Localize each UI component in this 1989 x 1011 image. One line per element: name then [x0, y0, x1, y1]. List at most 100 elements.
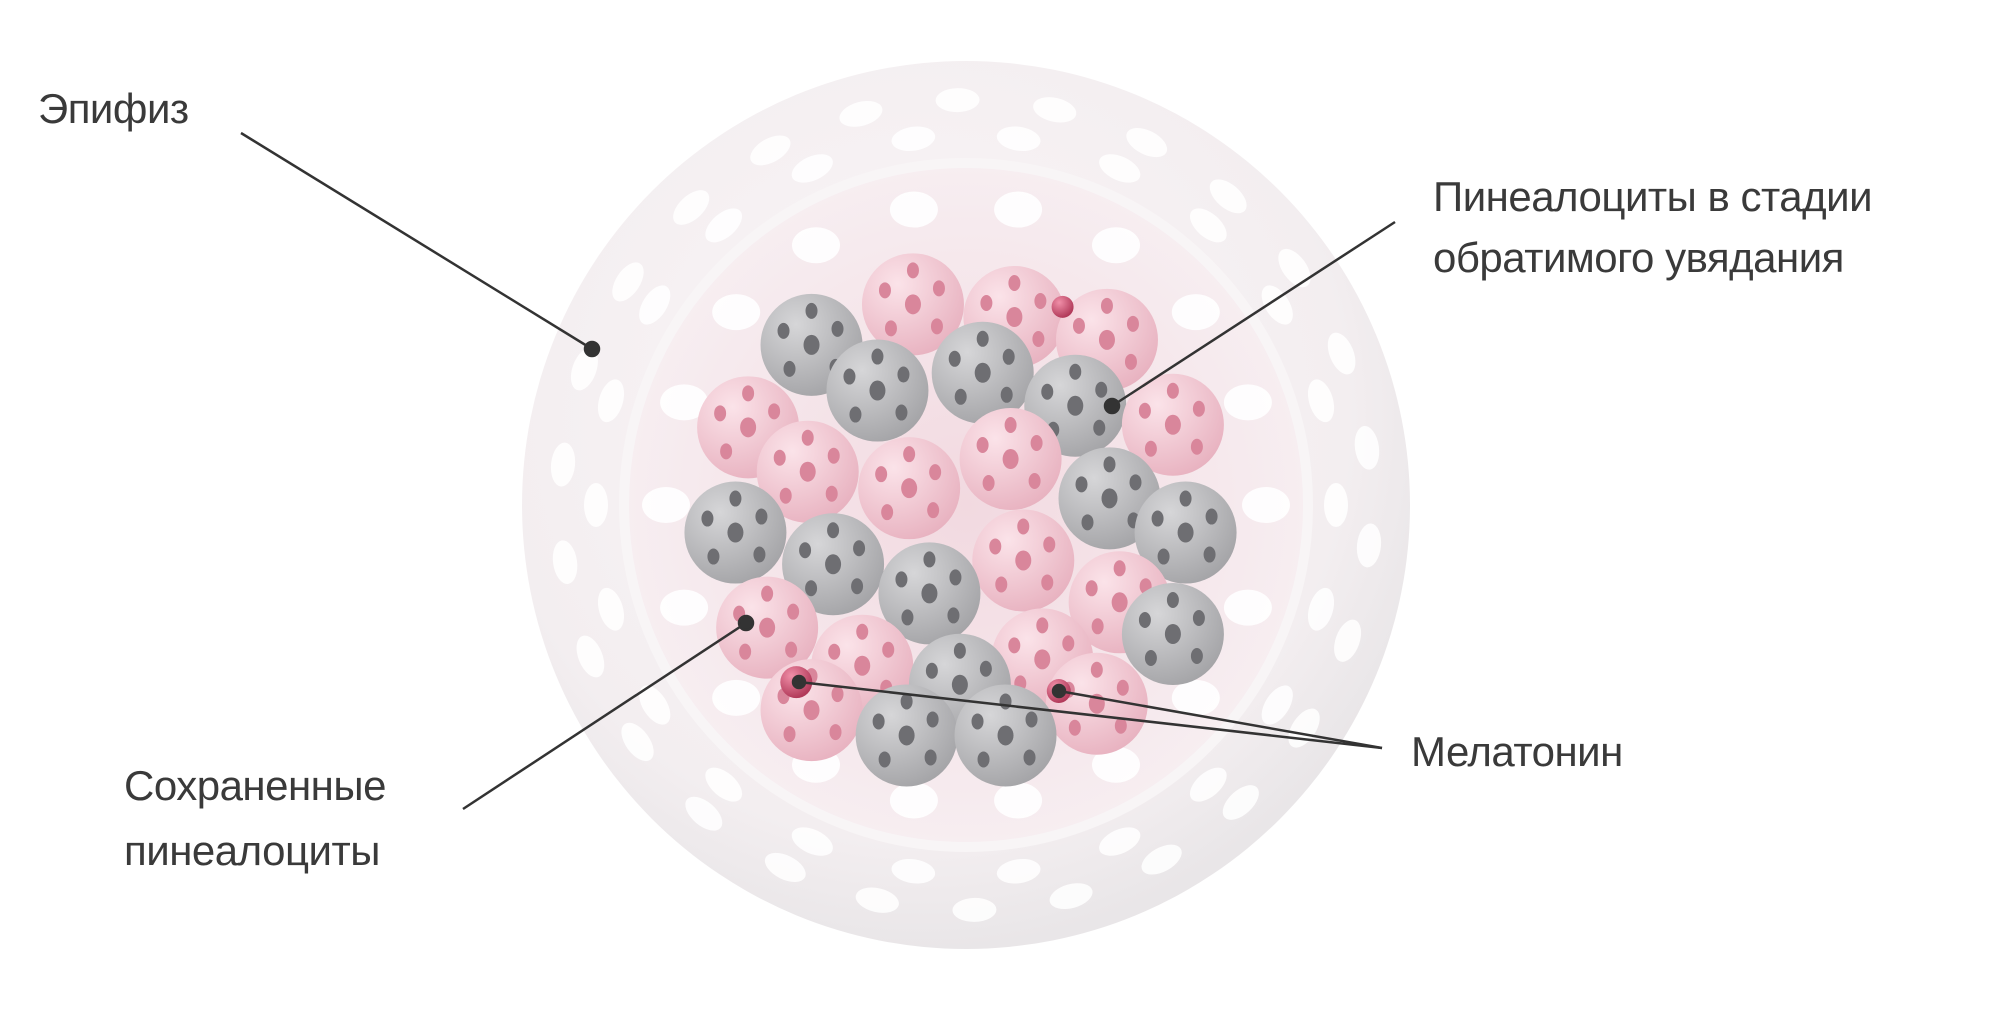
- shell-hole: [705, 767, 743, 802]
- cell-pore: [976, 437, 989, 454]
- leader-line-reversible: [1111, 220, 1396, 408]
- cell-pore: [829, 724, 842, 741]
- cell-pore: [1093, 419, 1106, 436]
- cell-pore: [785, 641, 798, 658]
- cell-pore: [1002, 348, 1015, 365]
- shell-hole: [552, 540, 578, 585]
- cell-pore: [773, 449, 786, 466]
- shell-hole: [639, 685, 671, 725]
- cell-pore: [827, 522, 840, 539]
- cell-pore: [1157, 548, 1170, 565]
- cell-pore: [856, 623, 869, 640]
- cell-pore: [1192, 610, 1205, 626]
- cell-pore: [1075, 476, 1088, 493]
- cell-pore: [1095, 381, 1108, 398]
- cell-pore: [714, 405, 727, 422]
- cell-pore: [729, 490, 742, 507]
- cell-pore: [1034, 293, 1047, 309]
- gray-pinealocyte: [1134, 481, 1237, 584]
- shell-hole: [1356, 523, 1382, 568]
- gray-pinealocyte: [954, 684, 1057, 787]
- shell-hole: [855, 887, 899, 913]
- label-reversible-line1: Пинеалоциты в стадии: [1433, 173, 1873, 220]
- inner-hole: [1171, 294, 1220, 331]
- cell-pore: [948, 350, 961, 367]
- cell-pore: [1166, 592, 1179, 608]
- cell-pore: [974, 362, 991, 383]
- shell-hole: [597, 379, 625, 423]
- shell-hole: [791, 827, 833, 856]
- pink-pinealocyte: [972, 509, 1075, 612]
- cell-pore: [720, 443, 733, 460]
- shell-hole: [1222, 785, 1259, 820]
- cell-pore: [982, 475, 995, 492]
- cell-pore: [1205, 508, 1218, 525]
- cell-pore: [825, 554, 842, 575]
- cell-pore: [1004, 417, 1017, 434]
- cell-pore: [949, 569, 962, 586]
- cell-pore: [895, 571, 908, 588]
- cell-pore: [1124, 353, 1137, 370]
- inner-hole: [660, 384, 709, 421]
- pink-pinealocyte: [1121, 373, 1224, 476]
- cell-pore: [923, 551, 936, 568]
- cell-pore: [742, 385, 755, 402]
- cell-pore: [755, 508, 768, 525]
- cell-pore: [1192, 400, 1205, 417]
- gray-pinealocyte: [684, 481, 787, 584]
- cell-pore: [930, 318, 943, 335]
- shell-hole: [1327, 332, 1356, 375]
- cell-pore: [884, 320, 897, 337]
- cell-pore: [799, 542, 812, 559]
- cell-pore: [980, 295, 993, 311]
- cell-pore: [1103, 456, 1116, 473]
- shell-hole: [584, 483, 608, 527]
- cell-pore: [779, 487, 792, 504]
- cell-pore: [932, 280, 945, 297]
- cell-pore: [882, 641, 895, 658]
- cell-pore: [1000, 386, 1013, 403]
- cell-pore: [1098, 329, 1115, 350]
- cell-pore: [854, 655, 871, 676]
- inner-hole: [994, 782, 1043, 819]
- cell-pore: [1190, 438, 1203, 455]
- cell-pore: [924, 749, 937, 766]
- shell-hole: [576, 635, 605, 678]
- cell-pore: [875, 466, 888, 483]
- cell-pore: [805, 302, 818, 319]
- cell-pore: [1062, 635, 1075, 652]
- cell-pore: [740, 417, 757, 438]
- cell-pore: [895, 404, 908, 421]
- cell-pore: [1002, 449, 1019, 470]
- shell-hole: [673, 190, 710, 225]
- cell-pore: [739, 643, 752, 660]
- cell-pore: [831, 686, 844, 703]
- cell-pore: [1111, 592, 1128, 613]
- shell-hole: [570, 348, 598, 391]
- cell-pore: [761, 585, 774, 602]
- pink-pinealocyte: [756, 420, 859, 523]
- shell-hole: [891, 858, 936, 884]
- shell-hole: [639, 285, 671, 325]
- cell-pore: [805, 580, 818, 597]
- cell-pore: [1177, 522, 1194, 543]
- shell-hole: [597, 587, 625, 631]
- shell-hole: [621, 722, 654, 762]
- cell-pore: [1036, 617, 1049, 634]
- cell-pore: [1113, 560, 1126, 577]
- shell-hole: [1189, 767, 1227, 802]
- pink-pinealocyte: [1045, 652, 1148, 755]
- shell-hole: [996, 858, 1041, 884]
- cell-pore: [1023, 749, 1036, 766]
- leader-line-melatonin-2: [1058, 689, 1383, 750]
- cell-pore: [777, 322, 790, 339]
- cell-pore: [903, 446, 916, 463]
- cell-pore: [803, 334, 820, 355]
- cell-pore: [947, 607, 960, 624]
- cell-pore: [1025, 711, 1038, 728]
- cell-pore: [898, 725, 915, 746]
- shell-hole: [791, 154, 833, 183]
- shell-holes: [550, 88, 1382, 922]
- cell-pore: [900, 693, 913, 710]
